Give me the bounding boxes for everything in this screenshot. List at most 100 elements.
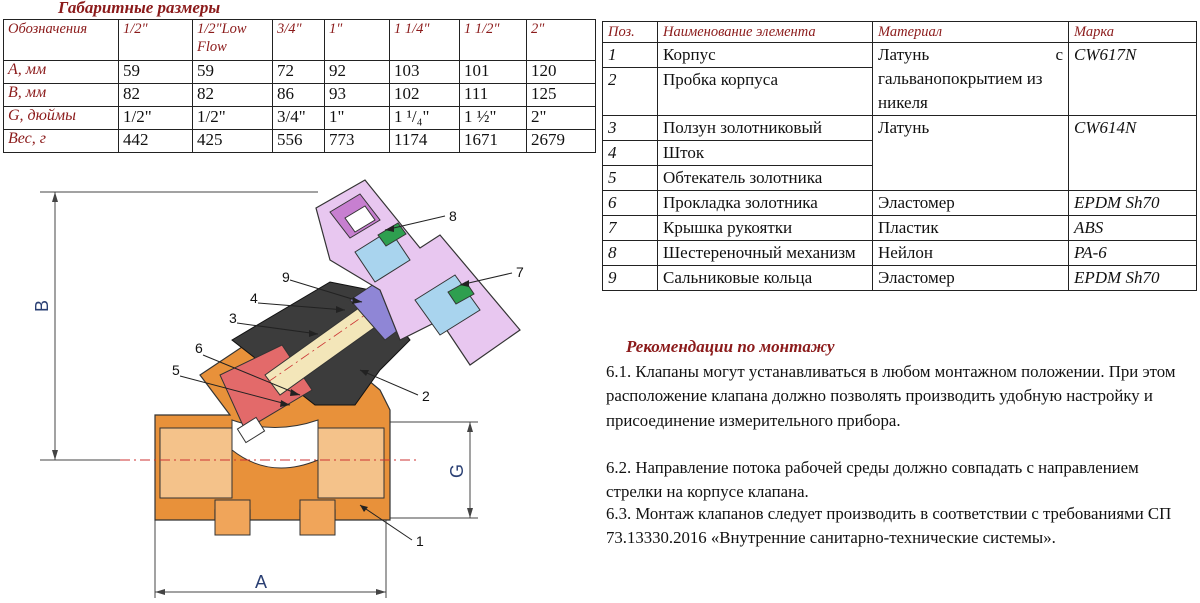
pos-cell: 5	[602, 165, 658, 191]
cell: 1"	[324, 106, 390, 130]
cell: 82	[118, 83, 193, 107]
table-row: 7 Крышка рукоятки Пластик ABS	[602, 215, 1197, 241]
pos-cell: 4	[602, 140, 658, 166]
table-row: 9 Сальниковые кольца Эластомер EPDM Sh70	[602, 265, 1197, 291]
cell: 425	[192, 129, 273, 153]
material-cell: Эластомер	[872, 265, 1069, 291]
cell: 442	[118, 129, 193, 153]
recommendation-6-1: 6.1. Клапаны могут устанавливаться в люб…	[606, 362, 1176, 430]
valve-drawing: B A G	[32, 179, 524, 598]
dim-a-label: A	[255, 572, 267, 592]
cell: 1 ½"	[459, 106, 527, 130]
dims-header-row: Обозначения 1/2" 1/2"Low Flow 3/4" 1" 1 …	[3, 19, 596, 61]
material-rest: гальванопокрытием из никеля	[878, 69, 1043, 112]
dims-header: Обозначения	[3, 19, 119, 61]
cell: 1 ¹/₄"	[389, 106, 460, 130]
dim-g-label: G	[447, 464, 467, 478]
material-cell: Латунь	[872, 115, 1069, 191]
cell: 125	[526, 83, 596, 107]
mark-cell: PA-6	[1068, 240, 1197, 266]
material-word: Латунь	[878, 45, 930, 64]
cell: 1/2"	[118, 106, 193, 130]
cell: 86	[272, 83, 325, 107]
parts-table: Поз. Наименование элемента Материал Марк…	[602, 21, 1197, 291]
callouts: 1 2 3 4 5 6 7 8 9	[172, 208, 524, 549]
name-cell: Сальниковые кольца	[657, 265, 873, 291]
name-cell: Шестереночный механизм	[657, 240, 873, 266]
table-row: 1 Корпус Латунь с гальванопокрытием из ни…	[602, 42, 1197, 116]
cell: 59	[192, 60, 273, 84]
recommendations-title: Рекомендации по монтажу	[626, 337, 835, 356]
pos-cell: 2	[602, 67, 658, 116]
callout-1: 1	[416, 533, 424, 549]
table-row: 4 Шток	[602, 140, 1197, 166]
pos-cell: 3	[602, 115, 658, 141]
callout-4: 4	[250, 290, 258, 306]
pos-cell: 7	[602, 215, 658, 241]
parts-header-row: Поз. Наименование элемента Материал Марк…	[602, 21, 1197, 43]
cell: 3/4"	[272, 106, 325, 130]
table-row: А, мм 59 59 72 92 103 101 120	[3, 60, 596, 84]
cell: 1671	[459, 129, 527, 153]
pos-cell: 6	[602, 190, 658, 216]
cell: 93	[324, 83, 390, 107]
pos-cell: 8	[602, 240, 658, 266]
name-cell: Прокладка золотника	[657, 190, 873, 216]
pos-cell: 1	[602, 42, 658, 68]
callout-3: 3	[229, 310, 237, 326]
dimension-b: B	[32, 191, 318, 461]
cell: 92	[324, 60, 390, 84]
cell: 101	[459, 60, 527, 84]
parts-header: Материал	[872, 21, 1069, 43]
mark-cell: EPDM Sh70	[1068, 190, 1197, 216]
row-label: Вес, г	[3, 129, 119, 153]
material-cell: Пластик	[872, 215, 1069, 241]
cell: 556	[272, 129, 325, 153]
cell: 773	[324, 129, 390, 153]
dims-header: 3/4"	[272, 19, 325, 61]
material-cell: Эластомер	[872, 190, 1069, 216]
name-cell: Пробка корпуса	[657, 67, 873, 116]
callout-9: 9	[282, 269, 290, 285]
table-row: 8 Шестереночный механизм Нейлон PA-6	[602, 240, 1197, 266]
callout-2: 2	[422, 388, 430, 404]
pos-cell: 9	[602, 265, 658, 291]
table-row: В, мм 82 82 86 93 102 111 125	[3, 83, 596, 107]
dims-header: 1 1/2"	[459, 19, 527, 61]
recommendation-6-2: 6.2. Направление потока рабочей среды до…	[606, 458, 1139, 502]
cell: 111	[459, 83, 527, 107]
cell: 59	[118, 60, 193, 84]
cell: 82	[192, 83, 273, 107]
row-label: G, дюймы	[3, 106, 119, 130]
row-label: А, мм	[3, 60, 119, 84]
dimensions-table: Обозначения 1/2" 1/2"Low Flow 3/4" 1" 1 …	[3, 19, 596, 153]
dimension-a: A	[154, 520, 387, 598]
cell: 102	[389, 83, 460, 107]
mark-cell: ABS	[1068, 215, 1197, 241]
callout-7: 7	[516, 264, 524, 280]
parts-header: Наименование элемента	[657, 21, 873, 43]
row-label: В, мм	[3, 83, 119, 107]
cell: 72	[272, 60, 325, 84]
dims-header: 2"	[526, 19, 596, 61]
material-cell: Латунь с гальванопокрытием из никеля	[872, 42, 1069, 116]
name-cell: Крышка рукоятки	[657, 215, 873, 241]
name-cell: Корпус	[657, 42, 873, 68]
mark-cell: EPDM Sh70	[1068, 265, 1197, 291]
cell: 2679	[526, 129, 596, 153]
name-cell: Обтекатель золотника	[657, 165, 873, 191]
material-cell: Нейлон	[872, 240, 1069, 266]
mark-cell: CW617N	[1068, 42, 1197, 116]
parts-header: Марка	[1068, 21, 1197, 43]
material-word: с	[1055, 45, 1063, 64]
name-cell: Шток	[657, 140, 873, 166]
table-row: 3 Ползун золотниковый Латунь CW614N	[602, 115, 1197, 191]
cell: 1/2"	[192, 106, 273, 130]
cell: 103	[389, 60, 460, 84]
cell: 1174	[389, 129, 460, 153]
table-row: 6 Прокладка золотника Эластомер EPDM Sh7…	[602, 190, 1197, 216]
table-row: Вес, г 442 425 556 773 1174 1671 2679	[3, 129, 596, 153]
dims-header: 1/2"Low Flow	[192, 19, 273, 61]
cell: 120	[526, 60, 596, 84]
callout-6: 6	[195, 340, 203, 356]
